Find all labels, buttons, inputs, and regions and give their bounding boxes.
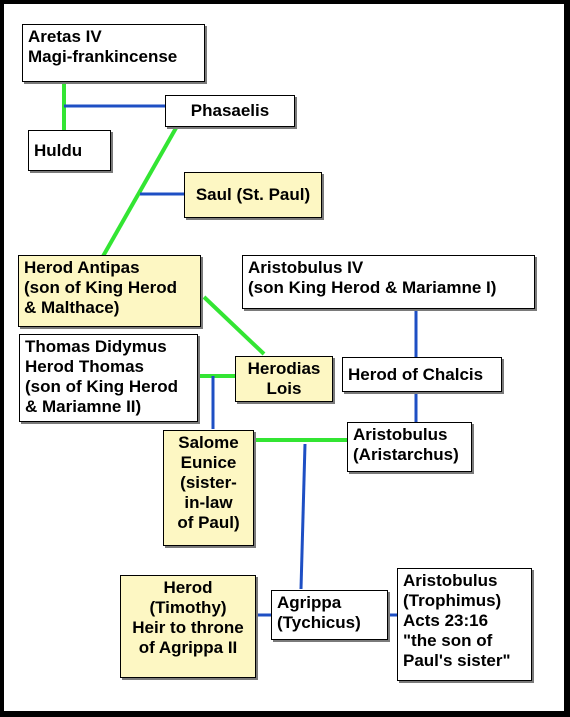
thomas-didymus-box: Thomas Didymus Herod Thomas (son of King…: [19, 334, 198, 422]
aretas-iv-box: Aretas IV Magi-frankincense: [22, 24, 205, 82]
agrippa-box: Agrippa (Tychicus): [271, 590, 388, 640]
aristobulus-trophimus-box: Aristobulus (Trophimus) Acts 23:16 "the …: [397, 568, 532, 681]
saul-box: Saul (St. Paul): [184, 172, 322, 218]
family-tree-diagram: Aretas IV Magi-frankincense Phasaelis Hu…: [4, 4, 564, 711]
herodias-box: Herodias Lois: [235, 356, 333, 402]
herod-antipas-box: Herod Antipas (son of King Herod & Malth…: [18, 255, 201, 327]
connector-lines: [62, 84, 418, 617]
phasaelis-box: Phasaelis: [165, 95, 295, 127]
antipas-herodias-line: [202, 295, 266, 356]
salome-box: Salome Eunice (sister- in-law of Paul): [163, 430, 254, 546]
herod-timothy-box: Herod (Timothy) Heir to throne of Agripp…: [120, 575, 256, 678]
aristobulus-aristarchus-box: Aristobulus (Aristarchus): [347, 422, 472, 472]
salome-agrippa-line: [299, 443, 307, 590]
herod-of-chalcis-box: Herod of Chalcis: [342, 357, 502, 392]
phasaelis-antipas-line: [100, 127, 178, 259]
huldu-box: Huldu: [28, 130, 111, 171]
aristobulus-iv-box: Aristobulus IV (son King Herod & Mariamn…: [242, 255, 535, 309]
